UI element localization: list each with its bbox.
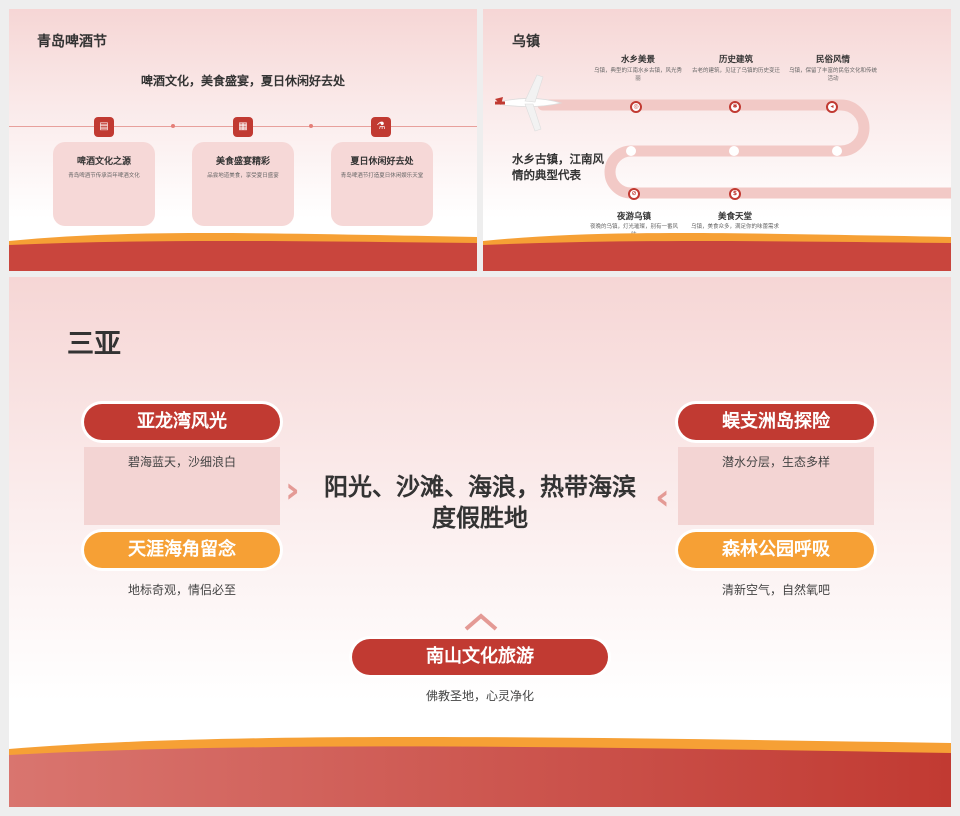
slide-title: 青岛啤酒节 (37, 34, 107, 50)
bottom-wave (9, 737, 951, 807)
chevron-up-icon (464, 613, 498, 631)
bottom-wave (9, 233, 477, 271)
bottom-wave (483, 233, 951, 271)
card-desc: 品尝地道美食，享受夏日盛宴 (207, 173, 279, 179)
document-icon: ▤ (94, 117, 114, 137)
chevron-right-icon: › (285, 470, 300, 511)
timeline-desc: 乌镇，典型的江南水乡古镇，风光秀丽 (593, 68, 682, 83)
chevron-left-icon: ‹ (655, 477, 670, 518)
card-title: 夏日休闲好去处 (350, 157, 414, 167)
item-desc: 清新空气，自然氧吧 (721, 583, 830, 597)
feature-card: 啤酒文化之源 青岛啤酒节传承百年啤酒文化 (53, 142, 155, 226)
item-pill: 蜈支洲岛探险 (678, 404, 874, 440)
item-desc: 地标奇观，情侣必至 (127, 583, 236, 597)
timeline-desc: 乌镇，保留了丰富的民俗文化和传统活动 (788, 68, 877, 83)
item-desc: 潜水分层，生态多样 (721, 455, 830, 469)
compass-icon: ⊘ (628, 188, 640, 200)
dollar-icon: $ (729, 188, 741, 200)
item-panel (84, 447, 280, 525)
feature-card: 美食盛宴精彩 品尝地道美食，享受夏日盛宴 (192, 142, 294, 226)
timeline-dot (626, 146, 636, 156)
flask-icon: ⚗ (371, 117, 391, 137)
timeline-title: 民俗风情 (815, 55, 850, 65)
slide-title: 三亚 (67, 329, 121, 360)
center-slogan: 阳光、沙滩、海浪，热带海滨度假胜地 (324, 473, 636, 533)
slide-subtitle: 啤酒文化，美食盛宴，夏日休闲好去处 (140, 74, 345, 88)
slide-wuzhen[interactable]: 乌镇 水乡美景 乌镇，典型的江南水乡古镇，风光秀丽 ◎ 历史建筑 古老的建筑，见… (483, 9, 951, 271)
slide-sanya[interactable]: 三亚 亚龙湾风光 碧海蓝天，沙细浪白 天涯海角留念 地标奇观，情侣必至 › 阳光… (9, 277, 951, 807)
timeline-desc: 古老的建筑，见证了乌镇的历史变迁 (691, 68, 780, 74)
image-icon: ▦ (233, 117, 253, 137)
speaker-icon: ◂ (826, 101, 838, 113)
slide-qingdao[interactable]: 青岛啤酒节 啤酒文化，美食盛宴，夏日休闲好去处 ▤ 啤酒文化之源 青岛啤酒节传承… (9, 9, 477, 271)
item-pill: 南山文化旅游 (352, 639, 608, 675)
slide-lead-text: 水乡古镇，江南风情的典型代表 (512, 152, 604, 182)
timeline-dot (832, 146, 842, 156)
slide-title: 乌镇 (512, 34, 540, 50)
card-title: 美食盛宴精彩 (215, 157, 270, 167)
card-desc: 青岛啤酒节传承百年啤酒文化 (68, 173, 140, 179)
divider-dot (309, 124, 313, 128)
card-desc: 青岛啤酒节打造夏日休闲娱乐天堂 (340, 173, 424, 179)
item-desc: 碧海蓝天，沙细浪白 (127, 455, 236, 469)
timeline-title: 夜游乌镇 (616, 212, 651, 222)
divider-dot (171, 124, 175, 128)
item-panel (678, 447, 874, 525)
feature-card: 夏日休闲好去处 青岛啤酒节打造夏日休闲娱乐天堂 (331, 142, 433, 226)
card-title: 啤酒文化之源 (76, 157, 131, 167)
target-icon: ◎ (630, 101, 642, 113)
cog-icon: ✱ (729, 101, 741, 113)
timeline-desc: 乌镇，美食众多，满足你的味蕾需求 (690, 224, 779, 230)
item-pill: 天涯海角留念 (84, 532, 280, 568)
airplane-icon (495, 74, 563, 132)
item-pill: 森林公园呼吸 (678, 532, 874, 568)
timeline-title: 美食天堂 (717, 212, 752, 222)
timeline-title: 水乡美景 (620, 55, 655, 65)
timeline-dot (729, 146, 739, 156)
item-desc: 佛教圣地，心灵净化 (425, 689, 534, 703)
timeline-title: 历史建筑 (718, 55, 753, 65)
item-pill: 亚龙湾风光 (84, 404, 280, 440)
